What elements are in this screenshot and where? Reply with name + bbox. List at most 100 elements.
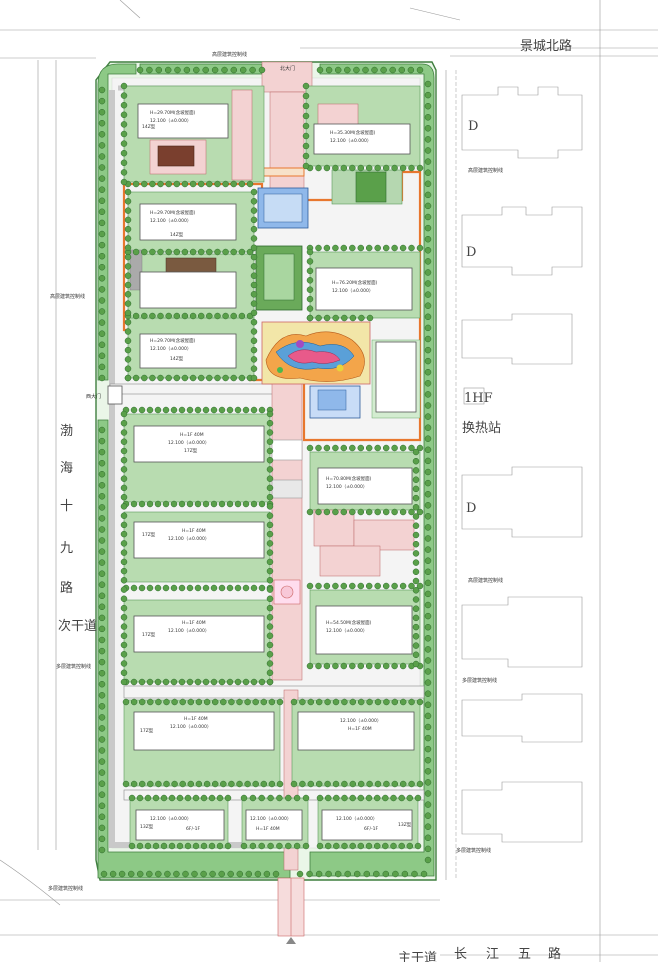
tree	[130, 678, 138, 686]
tree	[130, 406, 138, 414]
b13-floors: 6F/-1F	[186, 826, 200, 832]
tree	[250, 374, 258, 382]
tree	[412, 531, 420, 539]
tree	[424, 191, 432, 199]
tree	[266, 651, 274, 658]
tree	[266, 549, 274, 556]
control-high-east-2: 高层建筑控制线	[468, 577, 503, 584]
tree	[208, 842, 216, 850]
tree	[120, 595, 128, 603]
tree	[144, 794, 152, 802]
tree	[398, 794, 405, 802]
tree	[250, 678, 258, 686]
tree	[290, 698, 298, 706]
neighbor-d-2: D	[466, 245, 476, 260]
tree	[399, 444, 407, 452]
tree	[202, 584, 210, 592]
tree	[120, 669, 128, 677]
tree	[98, 330, 106, 337]
tree	[120, 159, 128, 167]
tree	[176, 794, 184, 802]
tree	[120, 419, 128, 427]
tree	[424, 845, 432, 853]
north-road-name: 景城北路	[520, 38, 572, 54]
tree	[399, 164, 407, 172]
tree	[266, 530, 274, 538]
tree	[323, 314, 331, 322]
tree	[365, 244, 373, 252]
tree	[315, 164, 322, 172]
tree	[98, 374, 106, 382]
tree-rows	[98, 66, 432, 878]
tree	[382, 164, 390, 172]
tree	[200, 842, 208, 850]
tree	[242, 406, 250, 414]
tree	[424, 557, 432, 564]
tree	[146, 66, 153, 74]
tree	[424, 502, 432, 509]
tree	[353, 870, 361, 878]
tree	[130, 500, 138, 508]
tree	[362, 66, 369, 74]
tree	[120, 549, 128, 556]
tree	[120, 149, 128, 157]
tree	[98, 86, 106, 94]
tree	[181, 374, 189, 382]
tree	[124, 346, 132, 354]
tree	[357, 842, 365, 850]
control-multi-east-2: 多层建筑控制线	[456, 847, 491, 854]
west-road-char-1: 渤	[60, 423, 73, 439]
tree	[250, 188, 258, 196]
tree	[132, 248, 140, 256]
tree	[236, 780, 243, 788]
tree	[120, 632, 128, 640]
tree	[250, 328, 258, 335]
tree	[226, 500, 234, 508]
tree	[221, 66, 228, 74]
tree	[230, 180, 237, 188]
road-names: 景城北路 渤 海 十 九 路 次干道 长 江 五 路 主干道	[58, 38, 572, 962]
tree	[365, 842, 373, 850]
west-gate-label: 西大门	[86, 393, 101, 400]
tree	[141, 374, 148, 382]
building-labels: H=29.70M(含坡屋面) 12.100（±0.000） 14Z型 H=29.…	[140, 109, 412, 832]
tree	[222, 312, 229, 320]
tree	[412, 642, 420, 649]
tree	[391, 444, 398, 452]
tree	[266, 410, 274, 418]
tree	[401, 870, 409, 878]
tree	[174, 66, 181, 74]
tree	[424, 635, 432, 642]
tree	[323, 508, 331, 516]
tree	[98, 802, 106, 810]
tree	[155, 698, 162, 706]
tree	[424, 535, 432, 542]
tree	[184, 794, 192, 802]
tree	[341, 780, 348, 788]
tree	[98, 680, 106, 688]
tree	[186, 584, 194, 592]
tree	[412, 605, 420, 612]
tree	[315, 780, 323, 788]
b12-level: 12.100（±0.000）	[340, 718, 381, 724]
tree	[325, 870, 332, 878]
tree	[411, 870, 418, 878]
tree	[181, 180, 189, 188]
gates: 北大门 西大门	[86, 65, 295, 400]
tree	[391, 662, 398, 670]
tree	[412, 522, 420, 529]
tree	[214, 312, 221, 320]
tree	[365, 662, 373, 670]
tree	[210, 406, 218, 414]
tree	[120, 678, 128, 686]
tree	[164, 66, 172, 74]
tree	[424, 102, 432, 110]
tree	[120, 130, 128, 138]
tree	[124, 263, 132, 270]
tree	[324, 698, 331, 706]
tree	[120, 641, 128, 649]
tree	[184, 842, 192, 850]
tree	[252, 780, 259, 788]
tree	[98, 493, 106, 500]
tree	[424, 80, 432, 88]
